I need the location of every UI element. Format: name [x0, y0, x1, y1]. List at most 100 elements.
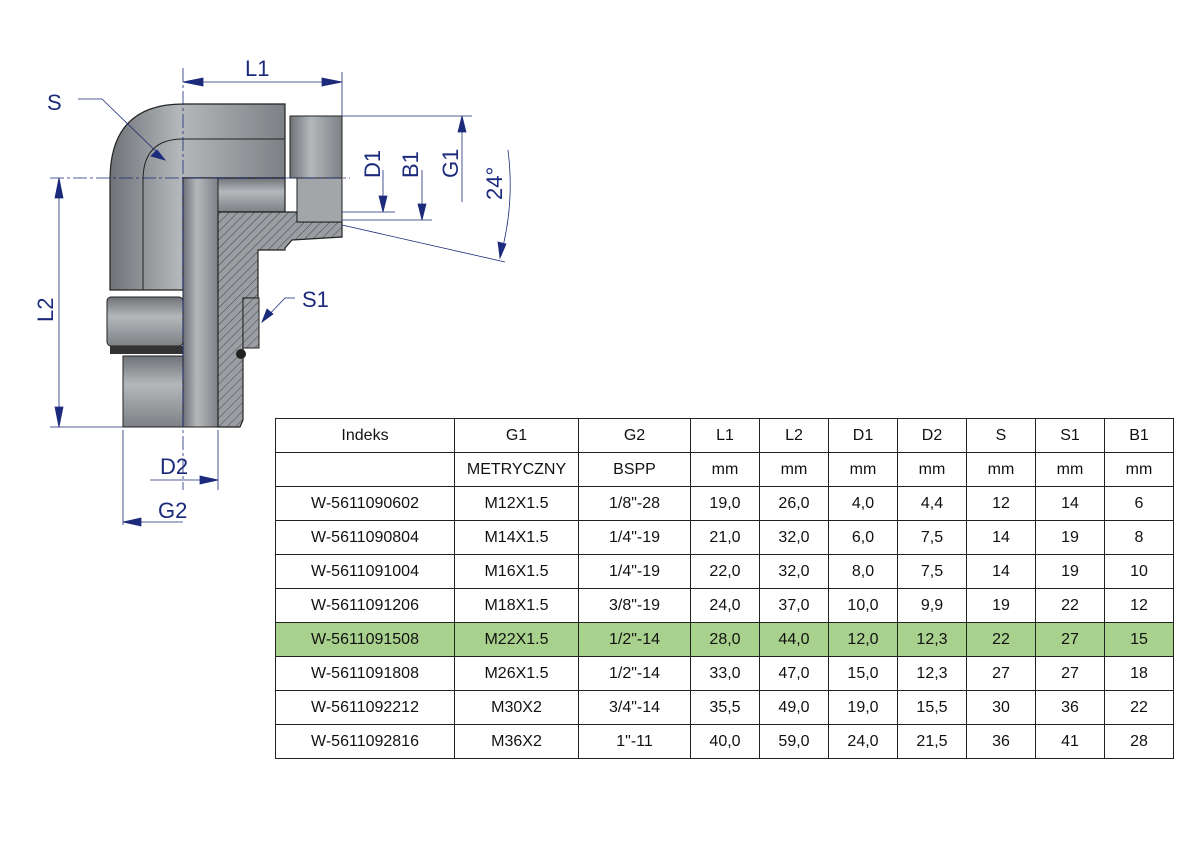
table-cell: 1/4"-19: [578, 520, 691, 555]
table-cell: 27: [1035, 622, 1105, 657]
table-cell: M12X1.5: [454, 486, 579, 521]
table-cell: 18: [1104, 656, 1174, 691]
thread-g1: [289, 115, 343, 223]
table-cell: 19,0: [690, 486, 760, 521]
table-cell: 6: [1104, 486, 1174, 521]
table-cell: BSPP: [578, 452, 691, 487]
table-cell: 27: [1035, 656, 1105, 691]
table-cell: METRYCZNY: [454, 452, 579, 487]
table-cell: 12,3: [897, 622, 967, 657]
table-cell: 19: [966, 588, 1036, 623]
table-cell: 10,0: [828, 588, 898, 623]
table-cell: 22: [1104, 690, 1174, 725]
table-cell: W-5611091206: [275, 588, 455, 623]
table-cell: 21,0: [690, 520, 760, 555]
table-cell: 7,5: [897, 520, 967, 555]
table-cell: G2: [578, 418, 691, 453]
table-cell: mm: [690, 452, 760, 487]
table-cell: 14: [966, 520, 1036, 555]
table-cell: 28,0: [690, 622, 760, 657]
elbow-body: [109, 103, 343, 428]
table-cell: D2: [897, 418, 967, 453]
table-cell: 10: [1104, 554, 1174, 589]
table-cell: 19: [1035, 554, 1105, 589]
table-cell: 40,0: [690, 724, 760, 759]
label-l1: L1: [245, 56, 269, 81]
table-cell: 6,0: [828, 520, 898, 555]
table-cell: M26X1.5: [454, 656, 579, 691]
table-cell: S1: [1035, 418, 1105, 453]
table-cell: mm: [966, 452, 1036, 487]
label-d1: D1: [360, 150, 385, 178]
table-cell: 21,5: [897, 724, 967, 759]
hex-nut: [106, 296, 184, 354]
table-cell: 32,0: [759, 520, 829, 555]
table-cell: 1"-11: [578, 724, 691, 759]
table-cell: 12,3: [897, 656, 967, 691]
table-cell: 9,9: [897, 588, 967, 623]
table-cell: 12: [1104, 588, 1174, 623]
table-cell: 3/4"-14: [578, 690, 691, 725]
table-cell: mm: [1104, 452, 1174, 487]
table-cell: 28: [1104, 724, 1174, 759]
table-cell: W-5611092212: [275, 690, 455, 725]
table-cell: M16X1.5: [454, 554, 579, 589]
table-cell: 27: [966, 656, 1036, 691]
thread-g2: [122, 355, 184, 428]
table-cell: W-5611091004: [275, 554, 455, 589]
table-cell: mm: [759, 452, 829, 487]
table-cell: 4,4: [897, 486, 967, 521]
table-cell: 37,0: [759, 588, 829, 623]
table-cell: 41: [1035, 724, 1105, 759]
table-cell: 15: [1104, 622, 1174, 657]
table-cell: M30X2: [454, 690, 579, 725]
table-cell: 22: [966, 622, 1036, 657]
table-cell: 14: [1035, 486, 1105, 521]
table-cell: 49,0: [759, 690, 829, 725]
table-cell: mm: [828, 452, 898, 487]
table-cell: L1: [690, 418, 760, 453]
table-cell: M36X2: [454, 724, 579, 759]
table-cell: W-5611090804: [275, 520, 455, 555]
table-cell: mm: [1035, 452, 1105, 487]
table-cell: 19: [1035, 520, 1105, 555]
table-cell: 22: [1035, 588, 1105, 623]
label-d2: D2: [160, 454, 188, 479]
table-cell: 36: [966, 724, 1036, 759]
table-cell: 33,0: [690, 656, 760, 691]
table-cell: mm: [897, 452, 967, 487]
table-cell: M14X1.5: [454, 520, 579, 555]
table-cell: L2: [759, 418, 829, 453]
table-cell: D1: [828, 418, 898, 453]
table-cell: 22,0: [690, 554, 760, 589]
table-cell: 47,0: [759, 656, 829, 691]
table-cell: 8: [1104, 520, 1174, 555]
table-cell: 24,0: [828, 724, 898, 759]
table-cell: W-5611091808: [275, 656, 455, 691]
label-g2: G2: [158, 498, 187, 523]
table-cell: 1/4"-19: [578, 554, 691, 589]
table-cell: 1/2"-14: [578, 622, 691, 657]
table-cell: 26,0: [759, 486, 829, 521]
table-cell: 44,0: [759, 622, 829, 657]
table-cell: 15,5: [897, 690, 967, 725]
table-cell: 30: [966, 690, 1036, 725]
table-cell: 3/8"-19: [578, 588, 691, 623]
table-cell: S: [966, 418, 1036, 453]
label-s1: S1: [302, 287, 329, 312]
label-angle: 24°: [482, 167, 507, 200]
label-g1: G1: [438, 149, 463, 178]
table-cell: 4,0: [828, 486, 898, 521]
fitting-drawing: L1 S L2 D1 B1 G1 24° S1 D2 G2: [33, 56, 511, 527]
table-cell: 19,0: [828, 690, 898, 725]
